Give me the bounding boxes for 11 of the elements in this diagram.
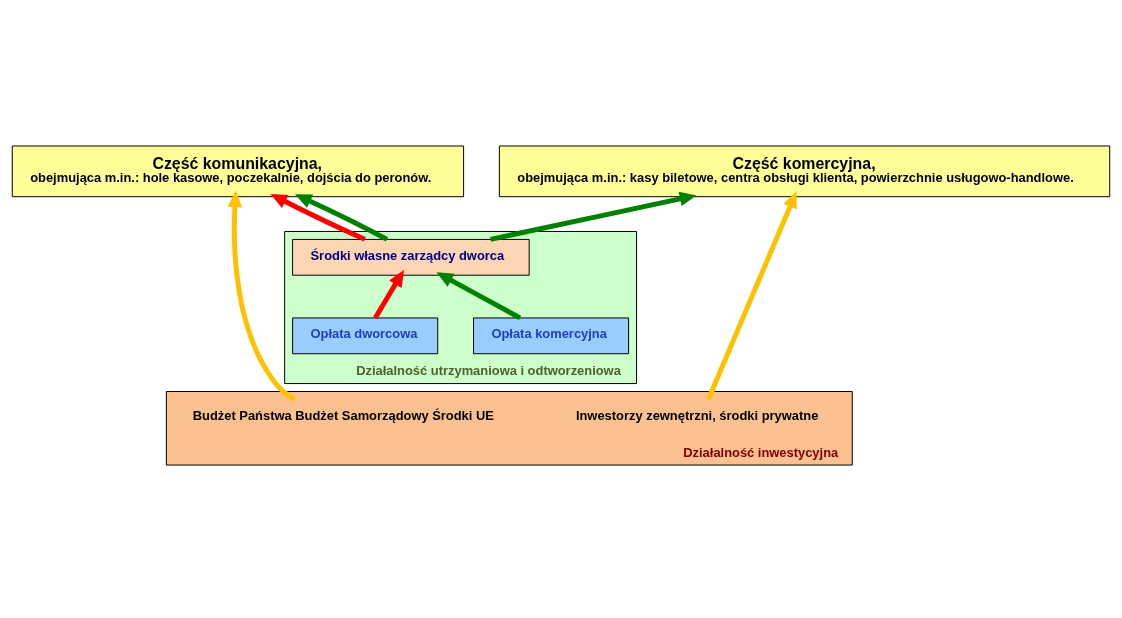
node-box: Opłata komercyjna xyxy=(473,316,630,354)
node-text: Budżet Państwa Budżet Samorządowy Środki UE xyxy=(192,407,494,423)
node-box: Część komercyjna, obejmująca m.in.: kasy biletowe, centra obsługi klienta, powierzchnie usługowo-handlowe. xyxy=(498,145,1111,197)
arrow xyxy=(294,193,389,241)
node-box: Część komunikacyjna, obejmująca m.in.: hole kasowe, poczekalnie, dojścia do peronów. xyxy=(11,145,465,197)
arrow xyxy=(373,269,404,319)
node-box: Środki własne zarządcy dworca xyxy=(292,238,530,276)
arrow xyxy=(270,193,366,242)
node-box: Opłata dworcowa xyxy=(292,316,439,354)
node-text: Inwestorzy zewnętrzni, środki prywatne xyxy=(575,407,819,423)
arrow xyxy=(436,271,522,320)
